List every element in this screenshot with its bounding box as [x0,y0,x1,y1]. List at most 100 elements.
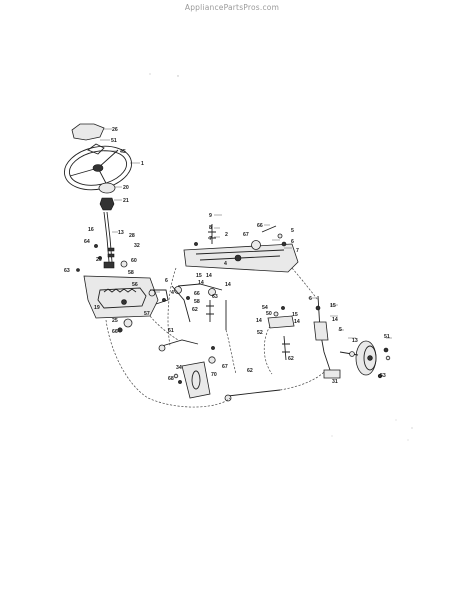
axle-stub-washer [349,351,355,357]
callout-label: 56 [132,282,138,288]
callout-label: 67 [243,232,249,238]
steering-wheel-insert [87,143,105,155]
callout-label: 16 [88,227,94,233]
callout-label: 19 [94,305,100,311]
plate-screw [76,268,80,272]
shaft-collar [148,289,156,297]
callout-label: 26 [112,127,118,133]
callout-label: 14 [256,318,262,324]
spindle-tube-far [313,321,329,341]
callout-label: 32 [134,243,140,249]
callout-label: 13 [352,338,358,344]
steering-bushing [120,260,128,268]
callout-label: 62 [192,307,198,313]
plate-nut [117,327,123,333]
callout-label: 28 [129,233,135,239]
spindle-pin-right [282,335,290,361]
steering-arm-slot [191,370,201,390]
callout-label: 61 [168,328,174,334]
callout-label: 63 [64,268,70,274]
callout-label: 60 [131,258,137,264]
callout-label: 15 [196,273,202,279]
axle-bolt [208,224,216,244]
front-wheel-hub [355,340,377,376]
callout-label: 29 [96,257,102,263]
callout-label: 51 [111,138,117,144]
pivot-bolt [121,299,127,305]
callout-label: 15 [330,303,336,309]
callout-label: 51 [384,334,390,340]
shaft-bolt [98,256,102,260]
callout-label: 52 [257,330,263,336]
callout-label: 2 [225,232,228,238]
tie-rod-end-mid [208,288,216,296]
callout-label: 5 [291,228,294,234]
steering-adapter [98,182,116,194]
bracket-nut [162,298,166,302]
rod-routing-spindle [263,325,273,375]
front-wheel-hub-face [363,345,377,371]
callout-label: 9 [209,213,212,219]
callout-label: 5 [339,327,342,333]
callout-label: 13 [118,230,124,236]
axle-hex-nut [281,241,287,247]
callout-label: 66 [257,223,263,229]
callout-label: 34 [176,365,182,371]
callout-label: 21 [123,198,129,204]
axle-stub [339,351,359,356]
callout-label: 68 [168,376,174,382]
callout-label: 8 [209,225,212,231]
drag-link [177,283,223,291]
callout-label: 66 [112,329,118,335]
steering-arm-bolt [178,380,182,384]
callout-label: 62 [288,356,294,362]
gear-plate-bracket [150,289,169,305]
callout-label: 7 [296,248,299,254]
callout-label: 53 [380,373,386,379]
callout-label: 14 [294,319,300,325]
spindle-washer-right [273,311,279,317]
callout-label: 64 [84,239,90,245]
rod-routing-center [149,315,179,341]
callout-leader-lines [100,128,392,339]
sector-gear-teeth [103,288,137,293]
callout-label: 67 [222,364,228,370]
drag-link-fastener [186,296,190,300]
wheel-lower-fastener [377,373,383,379]
callout-label: 20 [123,185,129,191]
callout-label: 31 [332,379,338,385]
steering-arm-bushing [208,356,216,364]
scan-noise [149,73,413,441]
callout-label: 70 [211,372,217,378]
steering-arm-washer [173,373,179,379]
rod-routing-upper [167,267,177,347]
callout-label: 45 [120,149,126,155]
watermark-text: AppliancePartsPros.com [184,3,280,12]
steering-bellows [99,197,115,211]
drag-link-arm [171,285,191,323]
rod-routing-tie-right [279,371,325,391]
rod-routing-left [105,319,231,408]
steering-arm-nut [211,346,215,350]
callout-label: 6 [165,278,168,284]
spindle-foot-far [323,369,341,379]
callout-label: 7 [209,236,212,242]
callout-label: 15 [292,312,298,318]
sector-gear [97,287,147,309]
callout-label: 25 [112,318,118,324]
callout-label: 1 [141,161,144,167]
callout-label: 58 [128,270,134,276]
wheel-bearing [367,355,373,361]
callout-label: 58 [194,299,200,305]
callout-label: 50 [266,311,272,317]
callout-label: 57 [144,311,150,317]
callout-label: 14 [332,317,338,323]
steering-wheel-cap [71,123,105,141]
plate-washer [123,318,133,328]
tie-rod-long-end [224,394,232,402]
axle-pivot [234,254,242,262]
spindle-bolt-far [315,305,321,311]
axle-bushing [251,240,261,250]
